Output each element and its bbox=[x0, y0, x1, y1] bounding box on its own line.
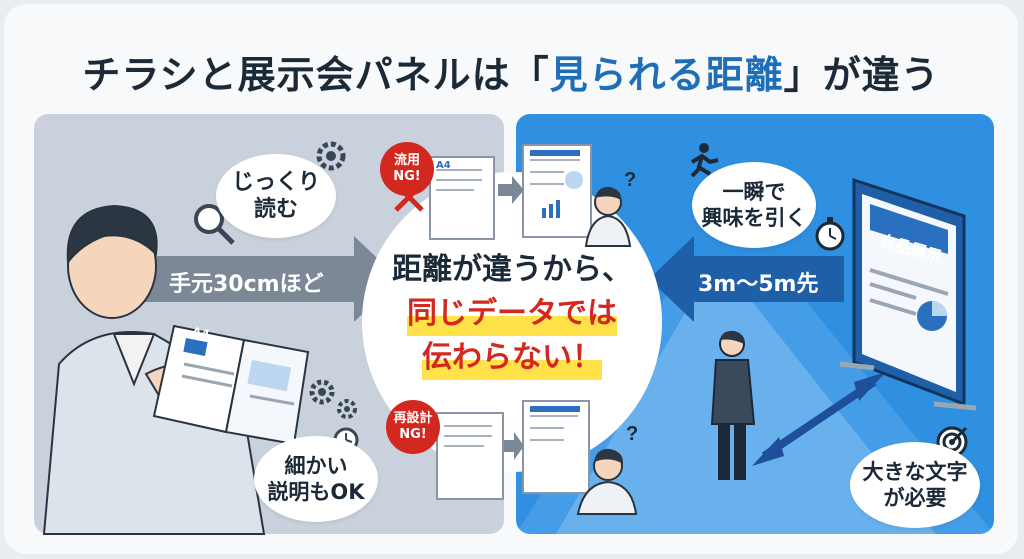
question-icon: ? bbox=[624, 169, 636, 191]
title-after: が違う bbox=[822, 53, 940, 97]
left-distance-label: 手元30cmほど bbox=[169, 272, 324, 297]
center-line-1: 距離が違うから、 bbox=[392, 252, 632, 287]
badge-reuse-ng: 流用 NG! bbox=[380, 142, 434, 196]
bubble-instant-interest: 一瞬で 興味を引く bbox=[692, 162, 816, 248]
source-doc-tag: A4 bbox=[436, 160, 451, 171]
title-highlight: 見られる距離 bbox=[549, 53, 784, 97]
bubble-large-text-text: 大きな文字 が必要 bbox=[862, 459, 968, 510]
bubble-read-carefully: じっくり 読む bbox=[216, 154, 336, 238]
badge-redesign-ng-text: 再設計 NG! bbox=[393, 411, 433, 442]
right-distance-label: 3m〜5m先 bbox=[698, 272, 819, 297]
center-line-3: 伝わらない！ bbox=[422, 336, 602, 380]
question-icon: ? bbox=[626, 423, 638, 445]
title-bracket-close: 」 bbox=[783, 53, 823, 97]
brochure-illustration bbox=[152, 324, 310, 446]
reader-illustration bbox=[42, 141, 359, 535]
center-line-2: 同じデータでは bbox=[407, 292, 617, 336]
viewer-person bbox=[710, 330, 756, 480]
thinking-person-bottom bbox=[576, 448, 638, 515]
badge-reuse-ng-text: 流用 NG! bbox=[393, 153, 421, 184]
gear-icon bbox=[309, 379, 335, 405]
thinking-person-top bbox=[584, 186, 632, 247]
gear-icon bbox=[316, 141, 346, 171]
arrow-right-icon bbox=[498, 176, 524, 460]
runner-icon bbox=[690, 143, 719, 178]
bubble-instant-interest-text: 一瞬で 興味を引く bbox=[701, 179, 807, 230]
stopwatch-icon bbox=[815, 217, 845, 251]
title-before: チラシと展示会パネルは bbox=[82, 53, 511, 97]
title-bracket-open: 「 bbox=[510, 53, 550, 97]
page-title: チラシと展示会パネルは「見られる距離」が違う bbox=[4, 44, 1018, 99]
bubble-read-carefully-text: じっくり 読む bbox=[231, 169, 320, 223]
center-message: 距離が違うから、 同じデータでは 伝わらない！ bbox=[362, 248, 662, 380]
bubble-large-text: 大きな文字 が必要 bbox=[850, 442, 980, 528]
infographic-card: チラシと展示会パネルは「見られる距離」が違う 手元30cmほど 3m〜5m先 距… bbox=[4, 4, 1018, 554]
badge-redesign-ng: 再設計 NG! bbox=[386, 400, 440, 454]
viewing-distance-arrow bbox=[752, 372, 886, 466]
bubble-detail-ok: 細かい 説明もOK bbox=[254, 436, 378, 522]
magnifier-icon bbox=[194, 204, 235, 245]
exhibit-panel bbox=[839, 177, 977, 411]
arrow-left-icon bbox=[649, 236, 844, 322]
doc-details: ? ? bbox=[394, 143, 977, 515]
bubble-detail-ok-text: 細かい 説明もOK bbox=[267, 453, 365, 504]
gear-icon bbox=[337, 399, 357, 419]
